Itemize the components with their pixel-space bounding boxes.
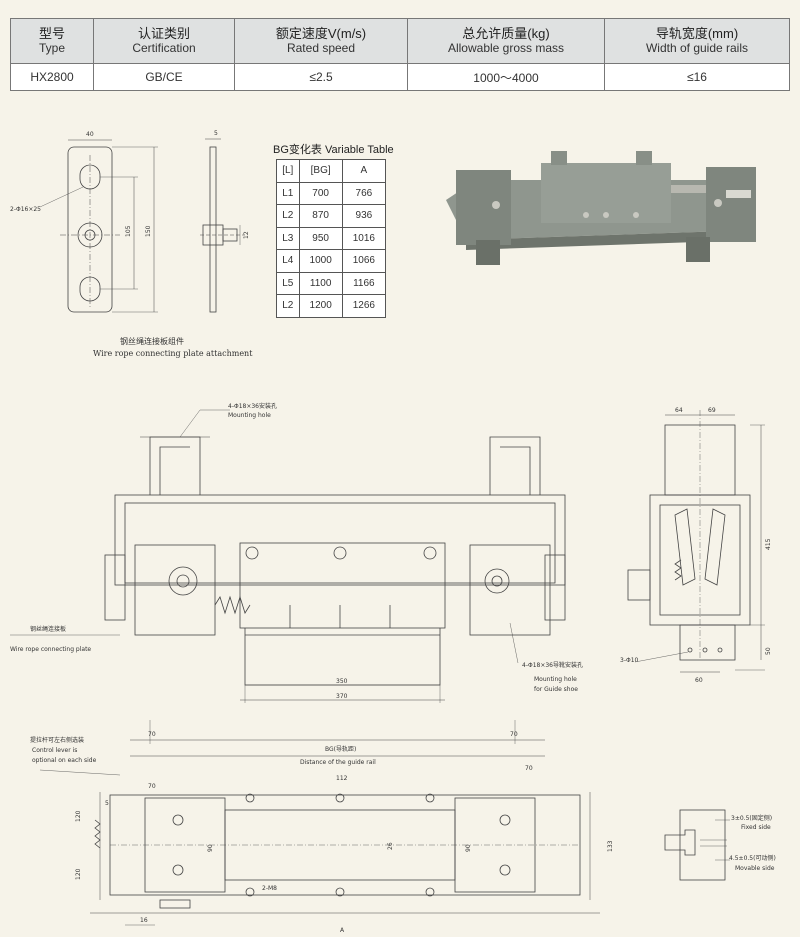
- dim-370-label: 370: [336, 693, 348, 700]
- dim-90a-label: 90: [207, 844, 214, 852]
- dim-120a-label: 120: [75, 810, 82, 822]
- bg-header-bg: [BG]: [298, 159, 343, 183]
- bg-header-a: A: [341, 159, 387, 183]
- dim-26-label: 26: [387, 842, 394, 850]
- dim-120b-label: 120: [75, 868, 82, 880]
- dim-50-label: 50: [765, 647, 772, 655]
- bg-table-cell: 1200: [298, 294, 343, 318]
- guide-shoe-hole-en-1-label: Mounting hole: [534, 676, 577, 683]
- bg-table-cell: L4: [276, 249, 300, 273]
- dim-90b-label: 90: [465, 844, 472, 852]
- movable-dim-label: 4.5±0.5(可动侧): [729, 854, 776, 862]
- rail-detail-drawing: 3±0.5(固定侧) Fixed side 4.5±0.5(可动侧) Movab…: [664, 809, 776, 881]
- guide-shoe-hole-en-2-label: for Guide shoe: [534, 686, 578, 693]
- holes-label: 2-Φ16×25: [10, 206, 41, 213]
- offset-label: 12: [243, 231, 250, 239]
- bg-header-row: [L] [BG] A: [276, 159, 387, 183]
- bg-table-cell: 1016: [341, 226, 387, 250]
- product-photo: [436, 145, 776, 275]
- bg-table-cell: 870: [298, 204, 343, 228]
- wire-plate-en-label: Wire rope connecting plate: [10, 646, 91, 653]
- value-certification: GB/CE: [93, 63, 235, 91]
- dim-70b-label: 70: [510, 731, 518, 738]
- lever-en-2-label: optional on each side: [32, 757, 97, 764]
- header-gross-mass: 总允许质量(kg)Allowable gross mass: [407, 18, 605, 64]
- bg-table-title: BG变化表 Variable Table: [273, 144, 394, 156]
- value-gross-mass: 1000～4000: [407, 63, 605, 91]
- wire-plate-zh-label: 钢丝绳连接板: [30, 625, 66, 633]
- mounting-hole-en-label: Mounting hole: [228, 412, 271, 419]
- plate-caption-en: Wire rope connecting plate attachment: [93, 349, 253, 358]
- m8-label: 2-M8: [262, 885, 277, 892]
- lever-zh-label: 提拉杆可左右侧选装: [30, 736, 84, 744]
- bg-table-cell: 766: [341, 181, 387, 205]
- bg-header-l: [L]: [276, 159, 300, 183]
- lever-en-1-label: Control lever is: [32, 747, 77, 754]
- thickness-label: 5: [214, 130, 218, 137]
- bg-table-cell: 700: [298, 181, 343, 205]
- mounting-hole-label: 4-Φ18×36安装孔: [228, 402, 277, 410]
- header-rail-width: 导轨宽度(mm)Width of guide rails: [604, 18, 790, 64]
- side-view-drawing: 64 69 415 50 60 3-Φ10: [620, 407, 772, 684]
- holes-label: 3-Φ10: [620, 657, 639, 664]
- bg-table-cell: 950: [298, 226, 343, 250]
- pitch-label: 105: [125, 225, 132, 237]
- bg-table-cell: 1066: [341, 249, 387, 273]
- guide-shoe-hole-label: 4-Φ18×36导靴安装孔: [522, 661, 583, 669]
- dim-A-label: A: [340, 927, 345, 934]
- plan-view-drawing: 70 70 70 70 BG(导轨距) Distance of the guid…: [30, 720, 614, 934]
- header-rated-speed: 额定速度V(m/s)Rated speed: [234, 18, 408, 64]
- bg-table-cell: 1266: [341, 294, 387, 318]
- bg-table-cell: L2: [276, 204, 300, 228]
- bg-table-cell: L1: [276, 181, 300, 205]
- bg-table-cell: L2: [276, 294, 300, 318]
- value-rail-width: ≤16: [604, 63, 790, 91]
- height-label: 150: [145, 225, 152, 237]
- dim-64-label: 64: [675, 407, 683, 414]
- dim-112-label: 112: [336, 775, 348, 782]
- dim-415-label: 415: [765, 538, 772, 550]
- dim-70c-label: 70: [148, 783, 156, 790]
- dim-70a-label: 70: [148, 731, 156, 738]
- dim-69-label: 69: [708, 407, 716, 414]
- bg-table-cell: 936: [341, 204, 387, 228]
- dim-5-label: 5: [105, 800, 109, 807]
- plate-drawing: 40 5 2-Φ16×25 105 150 12: [10, 130, 250, 313]
- fixed-en-label: Fixed side: [741, 824, 771, 831]
- value-type: HX2800: [10, 63, 94, 91]
- dim-70d-label: 70: [525, 765, 533, 772]
- bg-table-cell: 1166: [341, 271, 387, 295]
- value-rated-speed: ≤2.5: [234, 63, 408, 91]
- bg-table-cell: 1000: [298, 249, 343, 273]
- bg-table-cell: 1100: [298, 271, 343, 295]
- width-label: 40: [86, 131, 94, 138]
- spec-value-row: HX2800 GB/CE ≤2.5 1000～4000 ≤16: [10, 63, 790, 91]
- dim-16-label: 16: [140, 917, 148, 924]
- dim-350-label: 350: [336, 678, 348, 685]
- dim-60-label: 60: [695, 677, 703, 684]
- bg-zh-label: BG(导轨距): [325, 745, 356, 753]
- bg-table-cell: L5: [276, 271, 300, 295]
- front-view-drawing: 4-Φ18×36安装孔 Mounting hole 钢丝绳连接板 Wire ro…: [10, 402, 583, 703]
- plate-caption-zh: 钢丝绳连接板组件: [120, 337, 184, 346]
- fixed-dim-label: 3±0.5(固定侧): [731, 814, 772, 822]
- bg-en-label: Distance of the guide rail: [300, 759, 376, 766]
- movable-en-label: Movable side: [735, 865, 775, 872]
- bg-table-cell: L3: [276, 226, 300, 250]
- dim-133-label: 133: [607, 840, 614, 852]
